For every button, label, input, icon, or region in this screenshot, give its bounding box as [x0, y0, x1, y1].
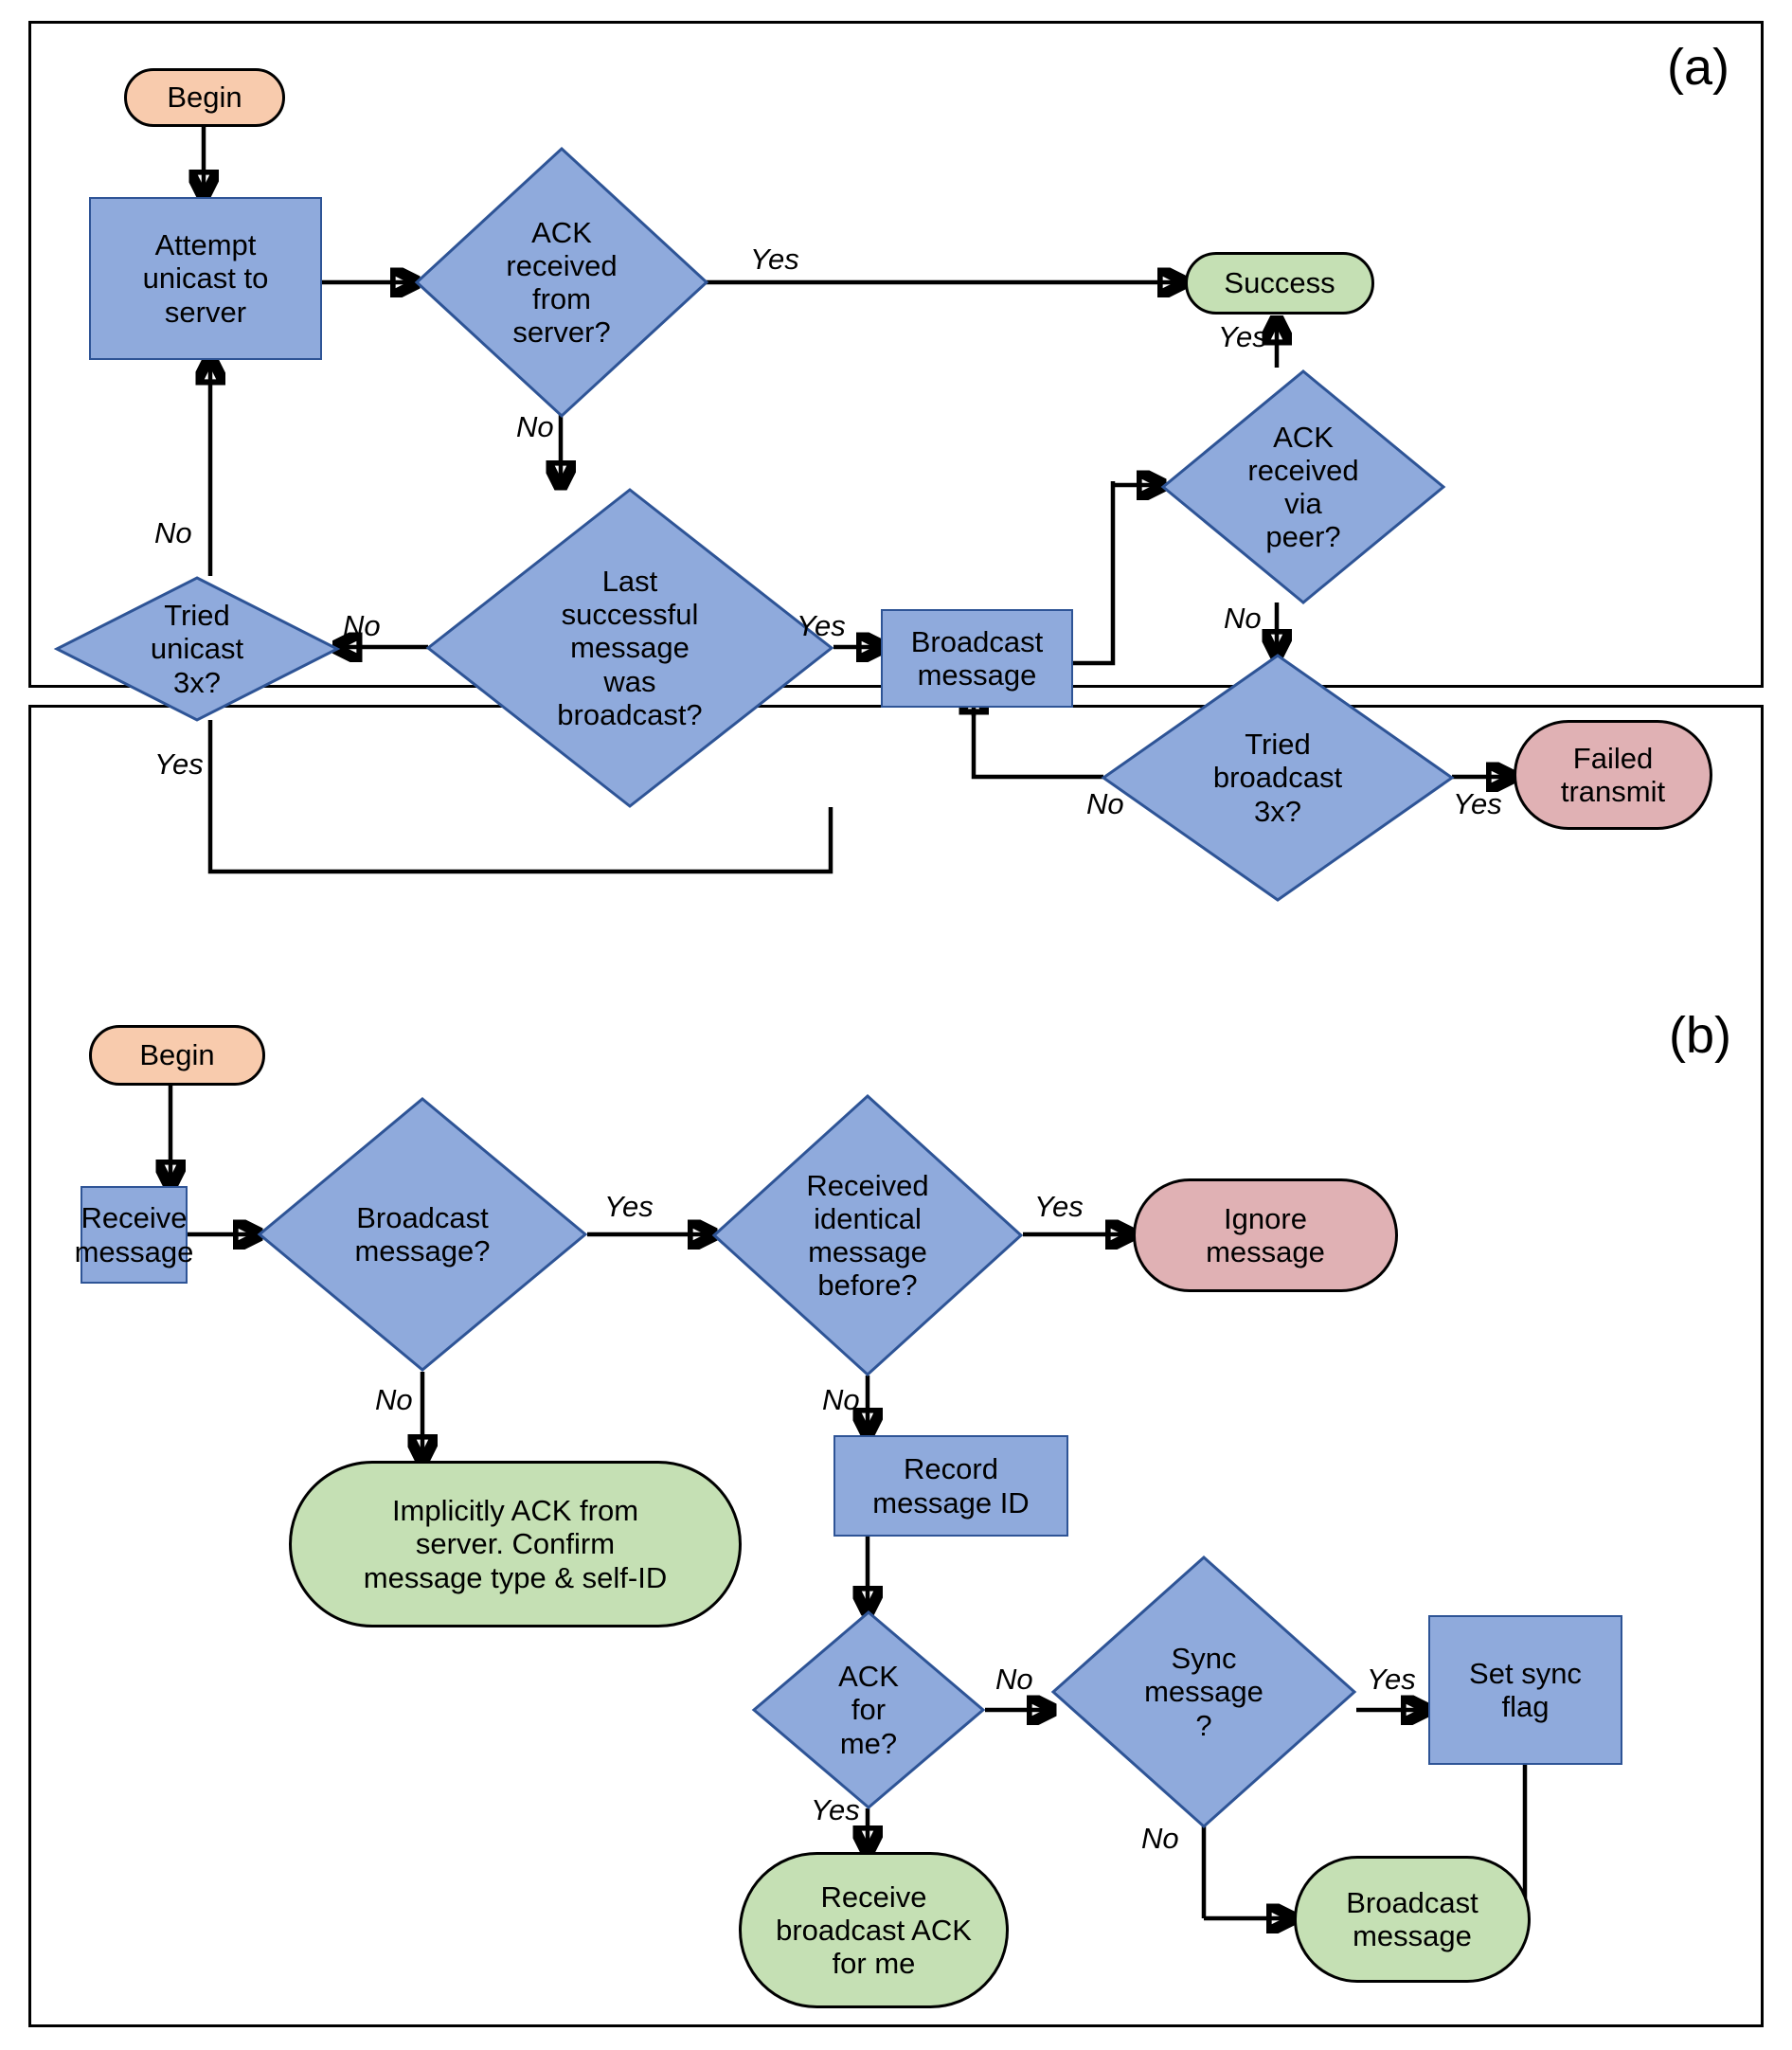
- a-edge-label-tried-broadcast-yes: Yes: [1453, 787, 1502, 820]
- b-received-identical-decision: Received identical message before?: [711, 1093, 1024, 1377]
- b-edge-label-identical-no: No: [822, 1383, 860, 1416]
- b-edge-label-broadcast-yes: Yes: [604, 1190, 654, 1223]
- a-edge-label-tried-broadcast-no: No: [1086, 787, 1124, 820]
- a-edge-label-tried-unicast-yes: Yes: [154, 747, 204, 781]
- a-broadcast-message-node: Broadcast message: [881, 609, 1073, 708]
- a-edge-label-ack-peer-yes: Yes: [1218, 320, 1267, 353]
- a-last-successful-decision: Last successful message was broadcast?: [425, 488, 834, 808]
- a-ack-from-server-decision: ACK received from server?: [414, 146, 709, 419]
- a-edge-label-last-broadcast-yes: Yes: [797, 609, 846, 642]
- a-edge-label-last-broadcast-no: No: [343, 609, 381, 642]
- b-broadcast-message-out-node: Broadcast message: [1294, 1856, 1531, 1983]
- panel-b: [28, 705, 1764, 2027]
- b-edge-label-sync-no: No: [1141, 1822, 1179, 1855]
- b-edge-label-identical-yes: Yes: [1034, 1190, 1084, 1223]
- b-implicit-ack-node: Implicitly ACK from server. Confirm mess…: [289, 1461, 742, 1627]
- b-sync-message-decision: Sync message ?: [1050, 1555, 1357, 1829]
- b-edge-label-sync-yes: Yes: [1367, 1663, 1416, 1696]
- b-edge-label-ack-me-no: No: [995, 1663, 1033, 1696]
- a-edge-label-ack-peer-no: No: [1224, 602, 1262, 635]
- a-failed-transmit-node: Failed transmit: [1514, 720, 1712, 830]
- a-tried-unicast-decision: Tried unicast 3x?: [53, 576, 341, 722]
- b-edge-label-ack-me-yes: Yes: [811, 1793, 860, 1826]
- b-receive-broadcast-ack-node: Receive broadcast ACK for me: [739, 1852, 1009, 2008]
- b-set-sync-flag-node: Set sync flag: [1428, 1615, 1622, 1765]
- a-ack-via-peer-decision: ACK received via peer?: [1160, 369, 1446, 604]
- b-begin-node: Begin: [89, 1025, 265, 1086]
- b-record-message-id-node: Record message ID: [833, 1435, 1068, 1537]
- b-receive-message-node: Receive message: [75, 1186, 193, 1284]
- b-ack-for-me-decision: ACK for me?: [751, 1610, 986, 1809]
- panel-a-label: (a): [1667, 39, 1729, 96]
- b-ignore-message-node: Ignore message: [1133, 1178, 1398, 1292]
- a-success-node: Success: [1185, 252, 1374, 315]
- a-edge-label-ack-server-no: No: [516, 410, 554, 443]
- a-attempt-unicast-node: Attempt unicast to server: [89, 197, 322, 360]
- a-edge-label-ack-server-yes: Yes: [750, 243, 799, 276]
- a-tried-broadcast-decision: Tried broadcast 3x?: [1101, 654, 1455, 902]
- a-begin-node: Begin: [124, 68, 285, 127]
- b-broadcast-message-decision: Broadcast message?: [257, 1097, 588, 1372]
- panel-b-label: (b): [1669, 1007, 1731, 1064]
- b-edge-label-broadcast-no: No: [375, 1383, 413, 1416]
- a-edge-label-tried-unicast-no: No: [154, 516, 192, 549]
